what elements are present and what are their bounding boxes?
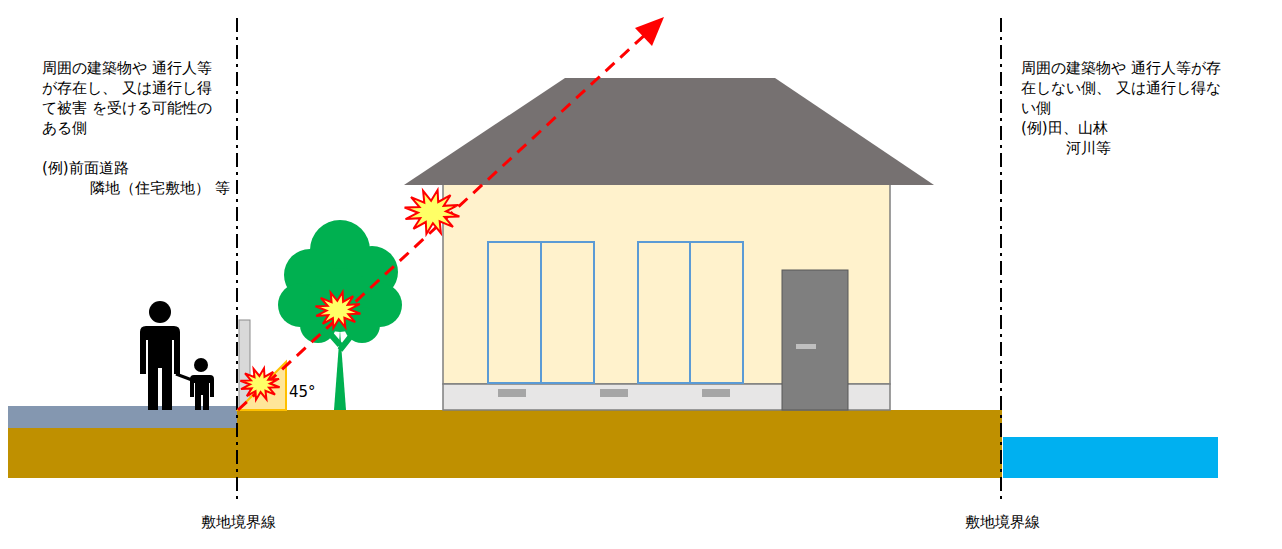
roof — [404, 78, 934, 185]
example-note: 河川等 — [1066, 138, 1186, 158]
river — [1003, 437, 1218, 478]
example-note: (例)田、山林 — [1021, 118, 1221, 138]
tree — [278, 220, 402, 410]
example-note: 隣地（住宅敷地） 等 — [90, 178, 230, 198]
boundary-line — [1000, 18, 1002, 500]
fence — [239, 320, 250, 410]
boundary-label: 敷地境界線 — [178, 512, 298, 532]
trajectory-arrow — [238, 32, 648, 410]
windows — [488, 242, 743, 383]
impact-burst — [240, 368, 279, 399]
people — [140, 301, 214, 410]
side-note: 周囲の建築物や 通行人等が存在しない側、 又は通行し得ない側 — [1021, 58, 1221, 118]
boundary-line — [236, 18, 238, 500]
door — [782, 270, 848, 410]
boundary-label: 敷地境界線 — [942, 512, 1062, 532]
angle-label: 45° — [289, 382, 329, 402]
impact-burst — [316, 292, 361, 328]
impact-burst — [405, 190, 460, 234]
side-note: 周囲の建築物や 通行人等が存在し、 又は通行し得て被害 を受ける可能性のある側 — [42, 58, 226, 138]
example-note: (例)前面道路 — [42, 158, 226, 178]
road — [8, 406, 237, 428]
